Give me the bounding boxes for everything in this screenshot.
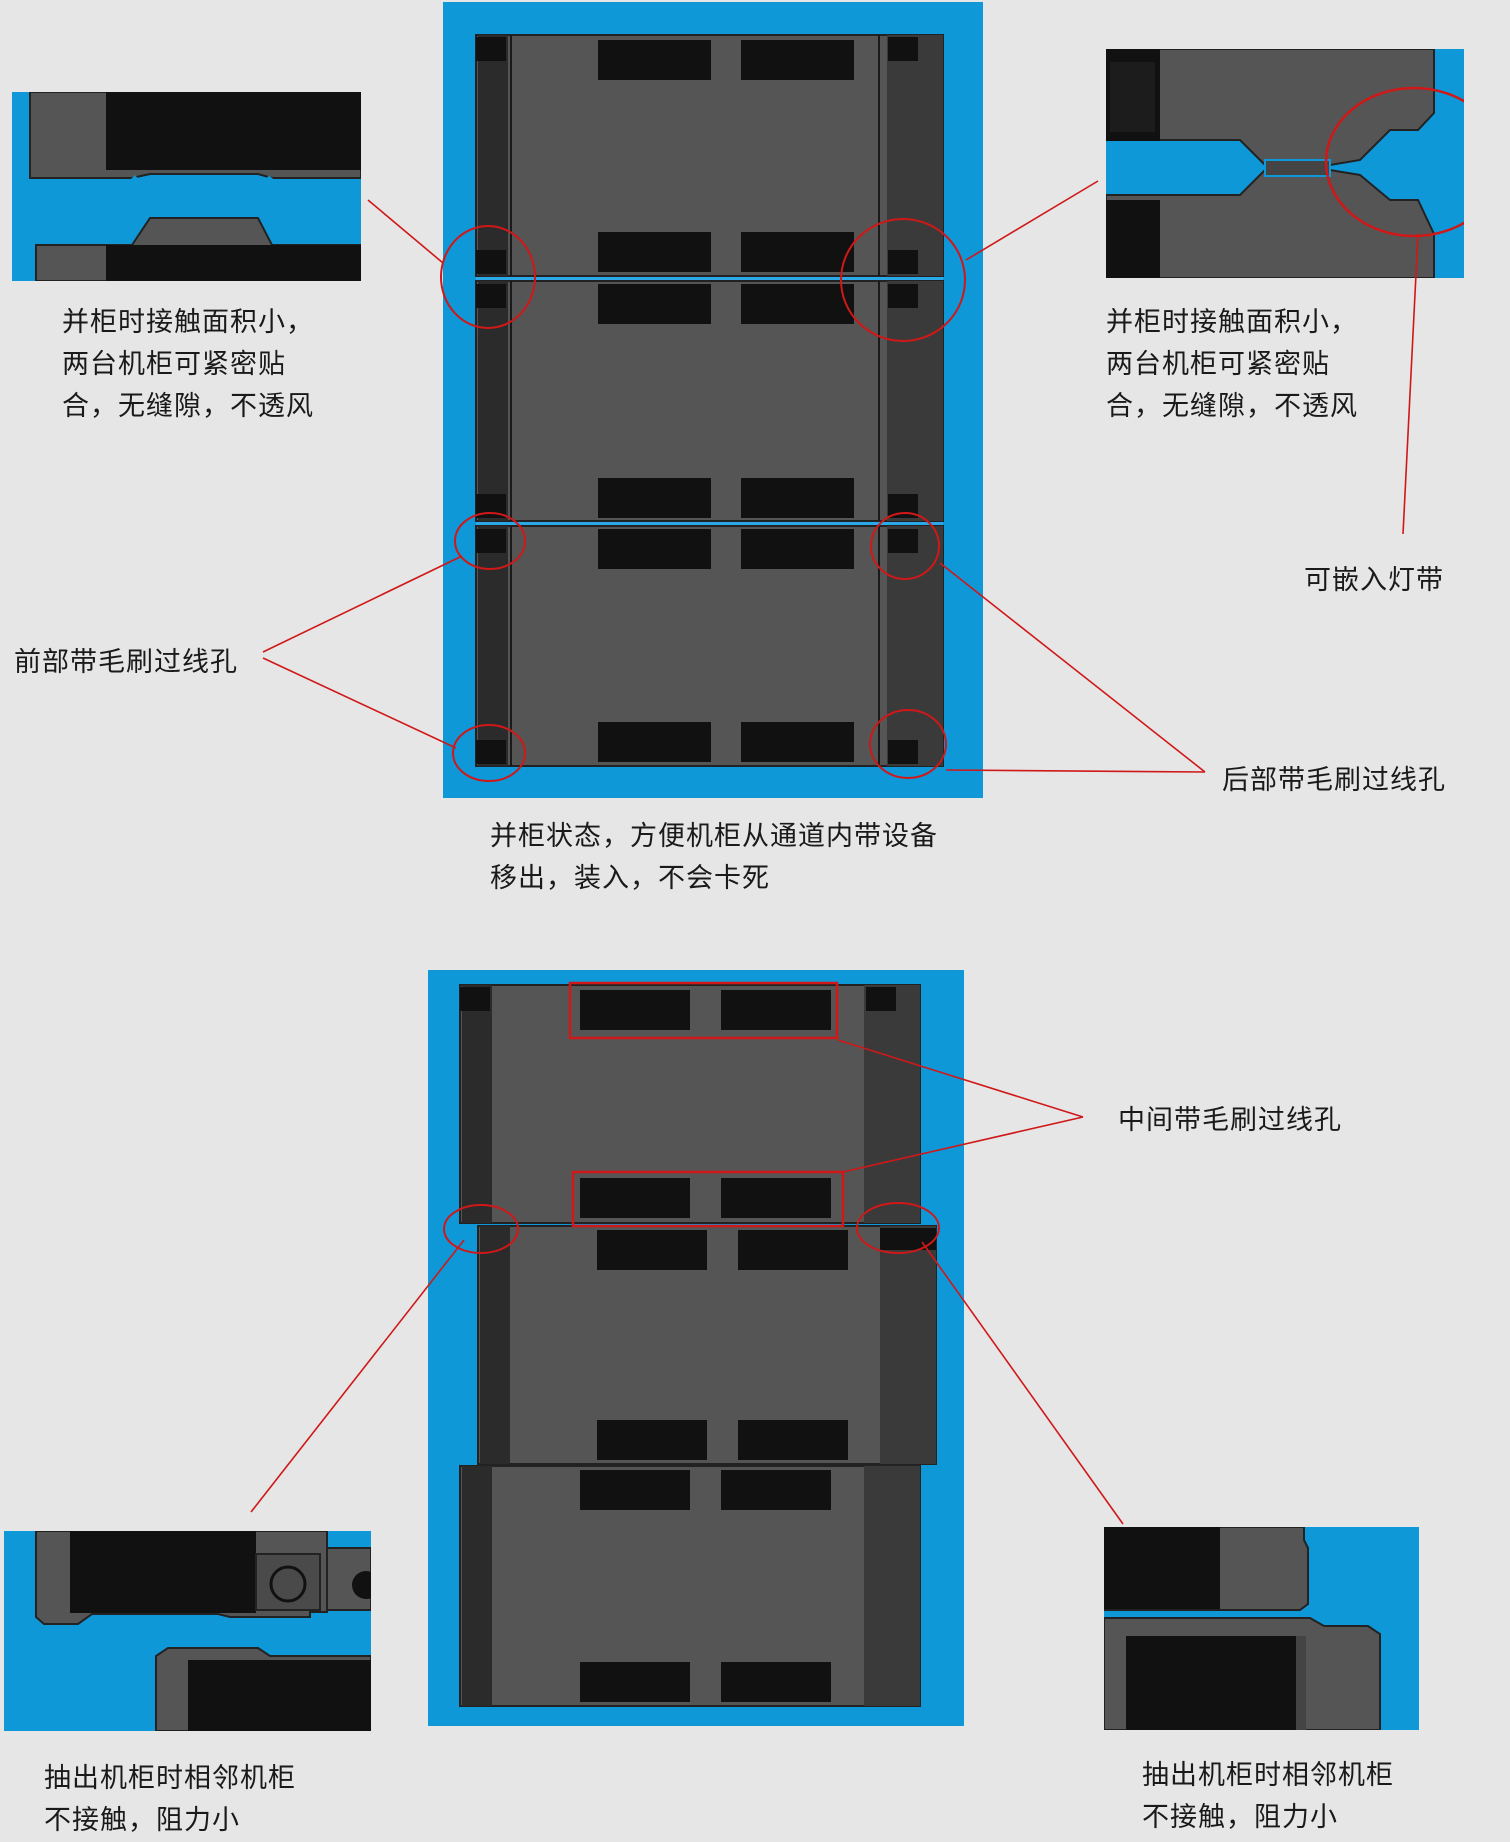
cable-slot — [597, 1420, 707, 1460]
cable-slot — [580, 1470, 690, 1510]
cabinet-6 — [459, 1465, 921, 1707]
cable-slot — [598, 529, 711, 569]
label-light-strip: 可嵌入灯带 — [1304, 560, 1444, 602]
label-line: 抽出机柜时相邻机柜 — [44, 1763, 296, 1794]
label-line: 可嵌入灯带 — [1304, 565, 1444, 596]
cable-slot — [721, 990, 831, 1030]
cable-slot — [741, 40, 854, 80]
label-pull-right: 抽出机柜时相邻机柜 不接触，阻力小 — [1142, 1755, 1394, 1839]
callout-circles — [440, 218, 966, 782]
label-line: 中间带毛刷过线孔 — [1118, 1105, 1342, 1136]
zoom-pulled-left — [4, 1531, 371, 1731]
cabinet-5 — [477, 1225, 937, 1465]
leader-lines — [250, 180, 1419, 1525]
label-line: 抽出机柜时相邻机柜 — [1142, 1760, 1394, 1791]
cable-slot — [598, 232, 711, 272]
label-line: 合，无缝隙，不透风 — [1106, 391, 1358, 422]
cable-slot — [598, 284, 711, 324]
zoom-seal-right — [1106, 49, 1464, 278]
middle-brush-boxes — [568, 981, 845, 1228]
cable-slot — [741, 284, 854, 324]
label-line: 后部带毛刷过线孔 — [1222, 765, 1446, 796]
cable-slot — [598, 478, 711, 518]
cable-slot — [741, 232, 854, 272]
cable-slot — [598, 722, 711, 762]
label-line: 不接触，阻力小 — [1142, 1802, 1338, 1833]
label-pull-left: 抽出机柜时相邻机柜 不接触，阻力小 — [44, 1758, 296, 1842]
label-line: 合，无缝隙，不透风 — [62, 391, 314, 422]
cable-slot — [721, 1470, 831, 1510]
label-rear-brush: 后部带毛刷过线孔 — [1222, 760, 1446, 802]
label-line: 并柜时接触面积小， — [1106, 307, 1358, 338]
label-line: 两台机柜可紧密贴 — [1106, 349, 1330, 380]
cable-slot — [721, 1178, 831, 1218]
label-line: 移出，装入，不会卡死 — [490, 863, 770, 894]
zoom-seal-left — [12, 92, 361, 281]
light-strip-callout-circle — [1324, 86, 1464, 238]
cable-slot — [741, 529, 854, 569]
label-line: 两台机柜可紧密贴 — [62, 349, 286, 380]
label-merged-state: 并柜状态，方便机柜从通道内带设备 移出，装入，不会卡死 — [490, 816, 938, 900]
cable-slot — [580, 1178, 690, 1218]
cable-slot — [597, 1230, 707, 1270]
label-line: 前部带毛刷过线孔 — [14, 647, 238, 678]
label-middle-brush: 中间带毛刷过线孔 — [1118, 1100, 1342, 1142]
cable-slot — [598, 40, 711, 80]
cable-slot — [580, 990, 690, 1030]
label-line: 并柜状态，方便机柜从通道内带设备 — [490, 821, 938, 852]
cabinet-2 — [475, 280, 944, 522]
merged-cabinets-view — [440, 2, 983, 798]
label-front-brush: 前部带毛刷过线孔 — [14, 642, 238, 684]
cable-slot — [738, 1230, 848, 1270]
label-line: 不接触，阻力小 — [44, 1805, 240, 1836]
cable-slot — [580, 1662, 690, 1702]
label-tight-seal-right: 并柜时接触面积小， 两台机柜可紧密贴 合，无缝隙，不透风 — [1106, 302, 1358, 428]
pulled-cabinets-view — [428, 970, 964, 1726]
zoom-pulled-right — [1104, 1527, 1419, 1730]
cable-slot — [738, 1420, 848, 1460]
label-line: 并柜时接触面积小， — [62, 307, 314, 338]
cable-slot — [721, 1662, 831, 1702]
cabinet-1 — [475, 34, 944, 277]
cable-slot — [741, 478, 854, 518]
cable-slot — [741, 722, 854, 762]
pulled-callout-circles — [443, 1202, 940, 1254]
cabinet-4 — [459, 984, 921, 1224]
label-tight-seal-left: 并柜时接触面积小， 两台机柜可紧密贴 合，无缝隙，不透风 — [62, 302, 314, 428]
